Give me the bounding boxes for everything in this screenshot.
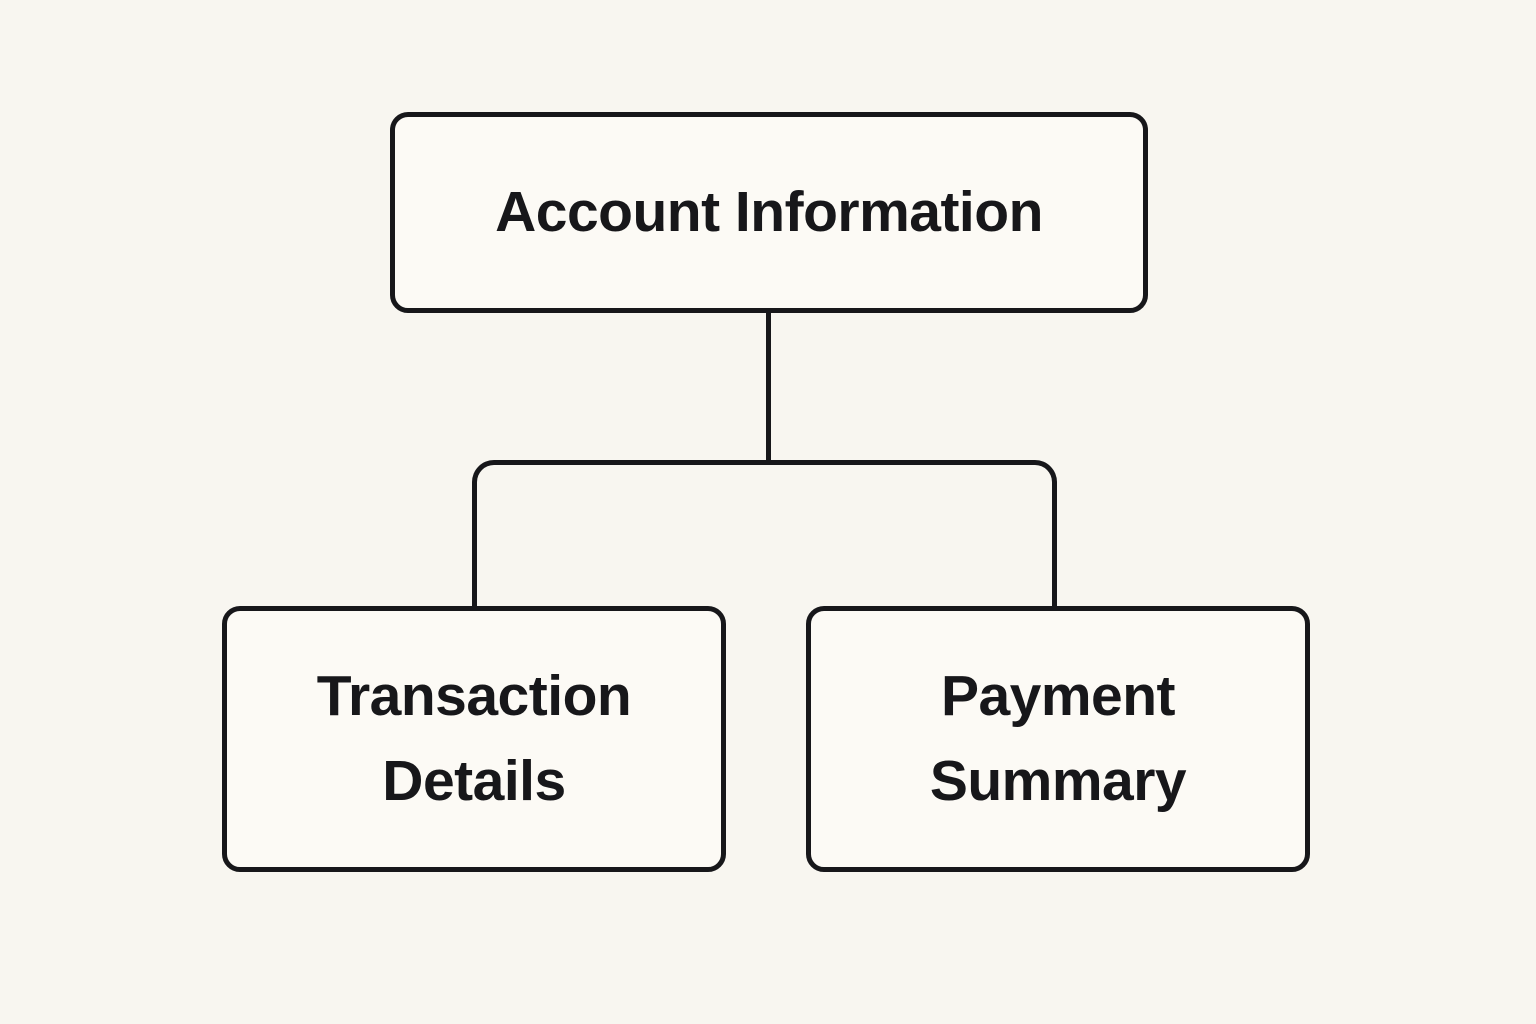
node-transaction-details-label: Transaction Details <box>316 663 632 814</box>
node-account-information: Account Information <box>390 112 1148 313</box>
node-account-information-label: Account Information <box>495 179 1043 244</box>
node-transaction-details: Transaction Details <box>222 606 726 872</box>
node-payment-summary: Payment Summary <box>806 606 1310 872</box>
connector-branch-bracket <box>472 460 1057 610</box>
connector-root-stem <box>766 311 771 463</box>
node-payment-summary-label: Payment Summary <box>929 663 1187 814</box>
